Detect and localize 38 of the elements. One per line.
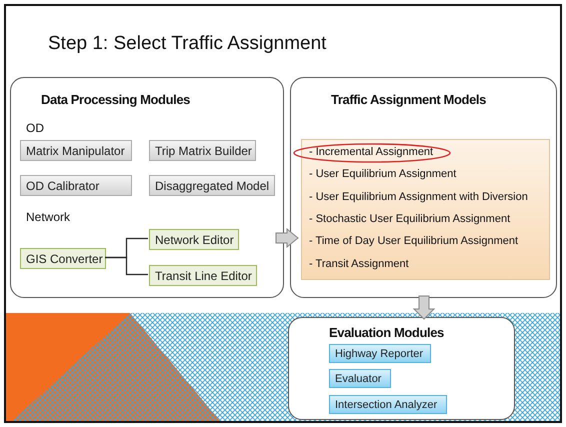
group-label: Network: [26, 210, 70, 224]
module-box: [149, 175, 275, 196]
module-box: [20, 140, 132, 161]
module-label: Disaggregated Model: [155, 178, 270, 192]
panel-heading: Evaluation Modules: [329, 325, 444, 340]
module-panel: [288, 317, 515, 420]
module-box: [20, 248, 106, 269]
block-arrow: [276, 228, 299, 248]
module-box: [149, 140, 256, 161]
module-label: Intersection Analyzer: [335, 398, 438, 410]
group-label: OD: [26, 121, 44, 135]
panel-heading: Traffic Assignment Models: [331, 92, 486, 107]
module-label: Transit Line Editor: [155, 268, 252, 282]
module-box: [20, 175, 132, 196]
module-box: [149, 229, 239, 250]
module-label: Network Editor: [155, 232, 234, 246]
module-panel: [290, 77, 557, 298]
module-box: [149, 265, 257, 286]
list-item: - Time of Day User Equilibrium Assignment: [309, 235, 518, 248]
module-label: Matrix Manipulator: [26, 144, 125, 158]
panel-heading: Data Processing Modules: [41, 92, 190, 107]
module-box: [329, 395, 447, 414]
list-item: - User Equilibrium Assignment with Diversion: [309, 190, 528, 203]
module-label: Highway Reporter: [335, 348, 424, 360]
list-item: - Stochastic User Equilibrium Assignment: [309, 212, 510, 225]
module-label: OD Calibrator: [26, 178, 100, 192]
block-arrow: [412, 296, 436, 320]
list-item: - User Equilibrium Assignment: [309, 168, 456, 180]
module-label: Evaluator: [335, 372, 382, 384]
slide-title: Step 1: Select Traffic Assignment: [48, 33, 326, 55]
module-panel: [10, 77, 284, 298]
module-box: [329, 344, 431, 363]
list-item: - Transit Assignment: [309, 258, 409, 270]
list-item: - Incremental Assignment: [309, 146, 434, 158]
module-label: Trip Matrix Builder: [155, 144, 252, 158]
connector-line: [105, 256, 148, 276]
module-box: [329, 369, 391, 388]
module-label: GIS Converter: [26, 252, 103, 266]
